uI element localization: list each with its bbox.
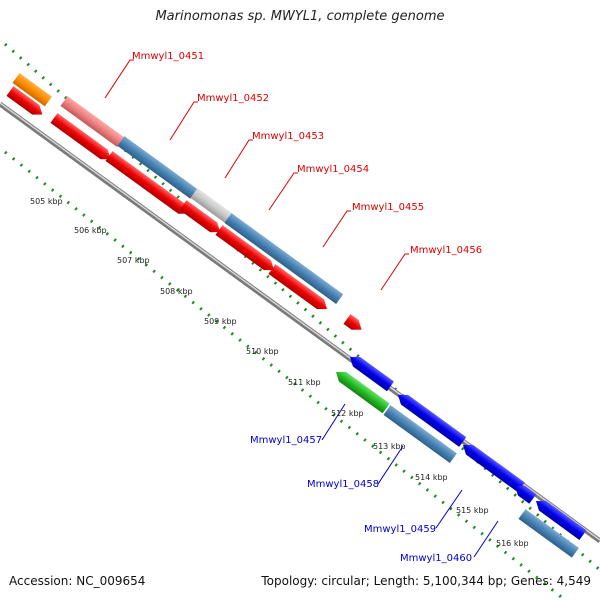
reverse-genes: [332, 352, 587, 558]
forward-genes: [12, 73, 344, 304]
red-arrows: [6, 86, 365, 334]
gene-steel-b[interactable]: [224, 213, 344, 304]
gene-label[interactable]: Mmwyl1_0456: [410, 245, 482, 256]
gene-steel-d[interactable]: [518, 509, 579, 558]
outer-grid-line: [4, 42, 600, 572]
forward-gene-labels: Mmwyl1_0451 Mmwyl1_0452 Mmwyl1_0453 Mmwy…: [132, 51, 482, 256]
gene-label[interactable]: Mmwyl1_0459: [364, 524, 436, 535]
tick-label: 507 kbp: [117, 256, 150, 265]
gene-label[interactable]: Mmwyl1_0458: [307, 479, 379, 490]
gene-arrow-green[interactable]: [332, 367, 390, 414]
accession-text: Accession: NC_009654: [9, 574, 146, 588]
tick-label: 516 kbp: [496, 539, 529, 548]
gene-label[interactable]: Mmwyl1_0460: [400, 553, 472, 564]
reverse-leaders: [321, 403, 499, 558]
gene-label[interactable]: Mmwyl1_0452: [197, 93, 269, 104]
tick-label: 511 kbp: [288, 378, 321, 387]
tick-label: 508 kbp: [160, 287, 193, 296]
gene-label[interactable]: Mmwyl1_0455: [352, 202, 424, 213]
gene-arrow-red[interactable]: [50, 113, 114, 164]
tick-label: 506 kbp: [74, 226, 107, 235]
tick-label: 514 kbp: [415, 473, 448, 482]
inner-grid-line: [4, 150, 566, 600]
gene-arrow-blue[interactable]: [511, 481, 537, 504]
gene-arrow-red[interactable]: [215, 225, 277, 275]
gene-arrow-red[interactable]: [6, 86, 45, 119]
map-title: Marinomonas sp. MWYL1, complete genome: [155, 9, 445, 24]
gene-label[interactable]: Mmwyl1_0453: [252, 131, 324, 142]
gene-label[interactable]: Mmwyl1_0457: [250, 435, 322, 446]
reverse-gene-labels: Mmwyl1_0457 Mmwyl1_0458 Mmwyl1_0459 Mmwy…: [250, 435, 472, 564]
gene-gray[interactable]: [190, 188, 233, 224]
tick-label: 505 kbp: [30, 197, 63, 206]
gene-arrow-blue[interactable]: [459, 440, 525, 493]
tick-label: 509 kbp: [204, 317, 237, 326]
gene-label[interactable]: Mmwyl1_0454: [297, 164, 369, 175]
genome-summary: Topology: circular; Length: 5,100,344 bp…: [261, 574, 591, 588]
tick-label: 515 kbp: [456, 506, 489, 515]
gene-arrow-red[interactable]: [179, 200, 223, 237]
gene-steel-c[interactable]: [383, 405, 457, 464]
tick-labels: 505 kbp 506 kbp 507 kbp 508 kbp 509 kbp …: [30, 197, 529, 548]
forward-leaders: [104, 59, 409, 291]
gene-steel-a[interactable]: [117, 136, 198, 199]
gene-arrow-blue[interactable]: [532, 496, 587, 540]
gene-label[interactable]: Mmwyl1_0451: [132, 51, 204, 62]
tick-label: 510 kbp: [246, 347, 279, 356]
gene-arrow-red[interactable]: [268, 264, 330, 314]
gene-arrow-red[interactable]: [105, 151, 191, 218]
tick-label: 513 kbp: [373, 442, 406, 451]
gene-arrow-blue[interactable]: [394, 390, 467, 447]
gene-pink[interactable]: [60, 96, 125, 147]
gene-arrow-red[interactable]: [343, 314, 365, 334]
tick-label: 512 kbp: [331, 409, 364, 418]
gene-orange[interactable]: [12, 73, 52, 107]
gene-arrow-blue[interactable]: [346, 352, 394, 392]
